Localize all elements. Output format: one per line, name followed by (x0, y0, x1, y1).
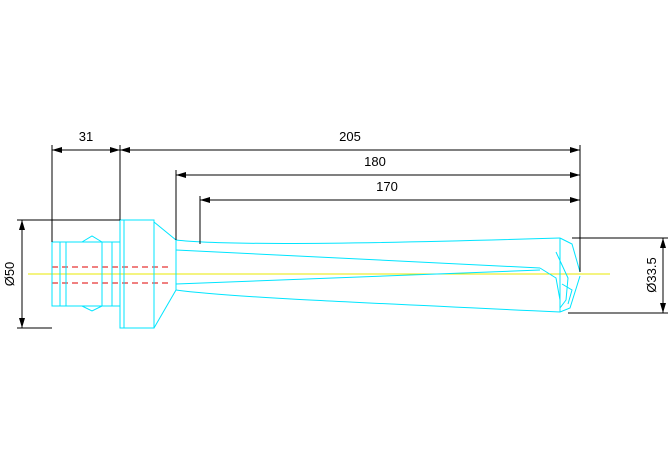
tip-lower (559, 275, 581, 313)
dim-arrow-170-right (570, 197, 580, 203)
dim-label-d335: Ø33.5 (644, 257, 659, 292)
tip-upper (559, 237, 581, 273)
dim-label-d50: Ø50 (2, 262, 17, 287)
body-inner-upper (175, 249, 541, 269)
dim-arrow-205-right (570, 147, 580, 153)
dim-arrow-170-left (200, 197, 210, 203)
dim-arrow-31-right (110, 147, 120, 153)
flange-taper-upper (153, 221, 177, 241)
dim-label-180: 180 (364, 154, 386, 169)
dim-arrow-d335-top (660, 238, 666, 248)
flange-taper-lower (153, 289, 177, 329)
dim-arrow-180-right (570, 172, 580, 178)
dim-arrow-d50-bottom (19, 318, 25, 328)
insert-chip (561, 283, 573, 305)
body-contour-lower (175, 289, 561, 313)
body-contour-upper (175, 237, 561, 244)
dim-arrow-31-left (52, 147, 62, 153)
insert-outline (555, 251, 569, 309)
drive-key-notch-lower (81, 305, 103, 312)
dim-arrow-180-left (176, 172, 186, 178)
flange (119, 219, 155, 329)
dim-arrow-d50-top (19, 220, 25, 230)
dimensions: 31 205 180 170 Ø50 Ø33.5 (2, 129, 668, 329)
dim-label-31: 31 (79, 129, 93, 144)
dim-arrow-205-left (120, 147, 130, 153)
drive-key-notch (81, 235, 103, 243)
body-inner-lower (175, 269, 541, 285)
insert-seat (539, 267, 561, 301)
dim-label-205: 205 (339, 129, 361, 144)
dim-label-170: 170 (376, 179, 398, 194)
dim-arrow-d335-bottom (660, 303, 666, 313)
tool-outline (51, 219, 581, 329)
